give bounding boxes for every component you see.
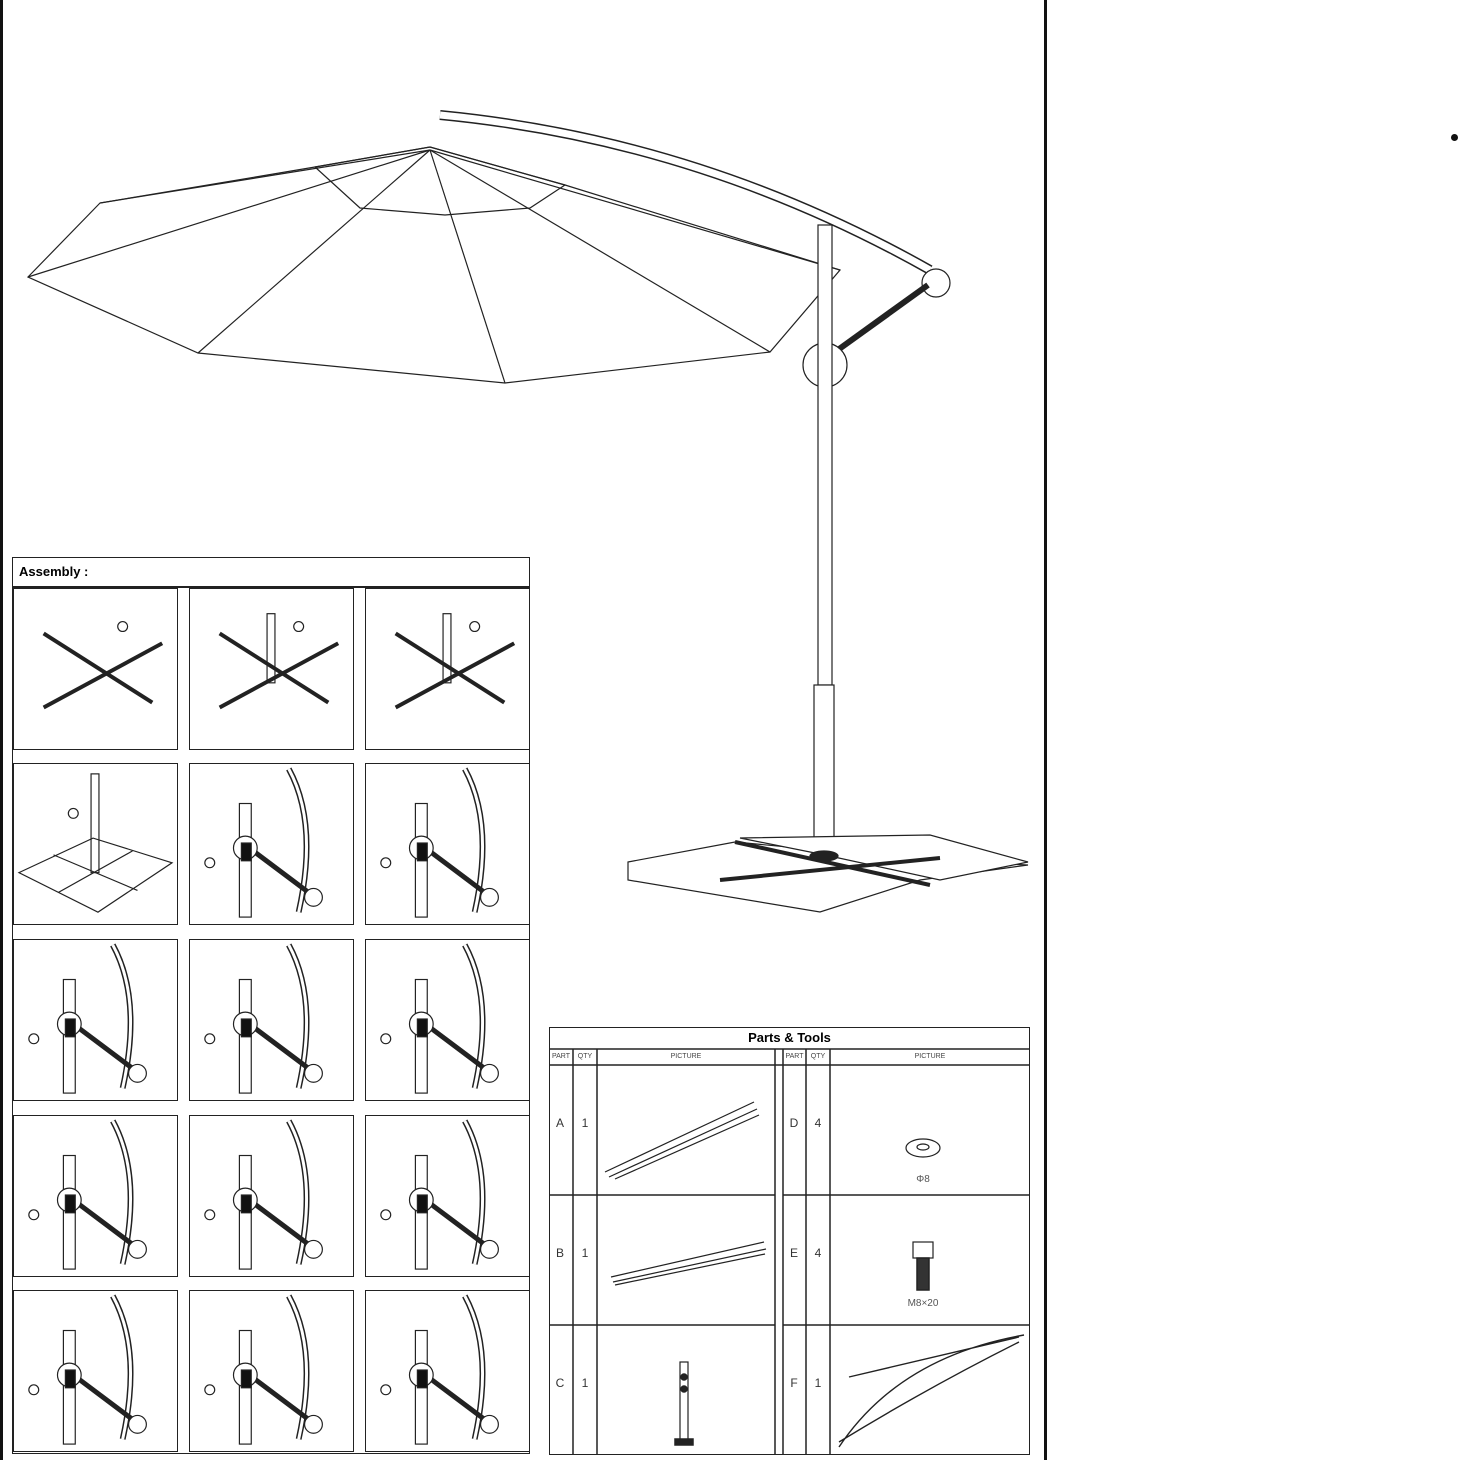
bullet-dot [1451,134,1458,141]
assembly-step-8 [189,939,354,1101]
part-qty: 1 [814,1376,822,1390]
header-part: PART [551,1053,571,1060]
assembly-title: Assembly : [19,564,89,579]
page-border-right [1044,0,1047,1460]
part-letter: B [555,1246,564,1260]
assembly-step-15 [365,1290,530,1452]
assembly-step-1 [13,588,178,750]
part-letter: C [555,1376,565,1390]
part-letter: A [555,1116,564,1130]
umbrella-illustration [26,110,1029,913]
header-part: PART [785,1053,804,1060]
part-size-caption: Φ8 [916,1174,930,1185]
part-letter: D [789,1116,799,1130]
assembly-step-7 [13,939,178,1101]
part-qty: 4 [814,1246,822,1260]
part-letter: E [789,1246,798,1260]
assembly-step-5 [189,763,354,925]
header-qty: QTY [577,1053,593,1060]
assembly-step-12 [365,1115,530,1277]
assembly-step-11 [189,1115,354,1277]
part-letter: F [790,1376,798,1390]
part-size-caption: M8×20 [907,1298,939,1309]
page-border-left [0,0,3,1460]
part-qty: 4 [814,1116,822,1130]
part-qty: 1 [581,1116,589,1130]
assembly-step-14 [189,1290,354,1452]
header-picture: PICTURE [914,1053,946,1060]
assembly-step-10 [13,1115,178,1277]
assembly-step-3 [365,588,530,750]
assembly-step-4 [13,763,178,925]
divider [12,586,530,588]
assembly-step-6 [365,763,530,925]
parts-tools-table [549,1027,1030,1455]
assembly-step-2 [189,588,354,750]
part-qty: 1 [581,1246,589,1260]
header-picture: PICTURE [670,1053,702,1060]
assembly-step-9 [365,939,530,1101]
parts-table-grid [549,1048,1030,1455]
part-qty: 1 [581,1376,589,1390]
assembly-step-13 [13,1290,178,1452]
header-qty: QTY [810,1053,826,1060]
parts-tools-title: Parts & Tools [748,1030,831,1045]
